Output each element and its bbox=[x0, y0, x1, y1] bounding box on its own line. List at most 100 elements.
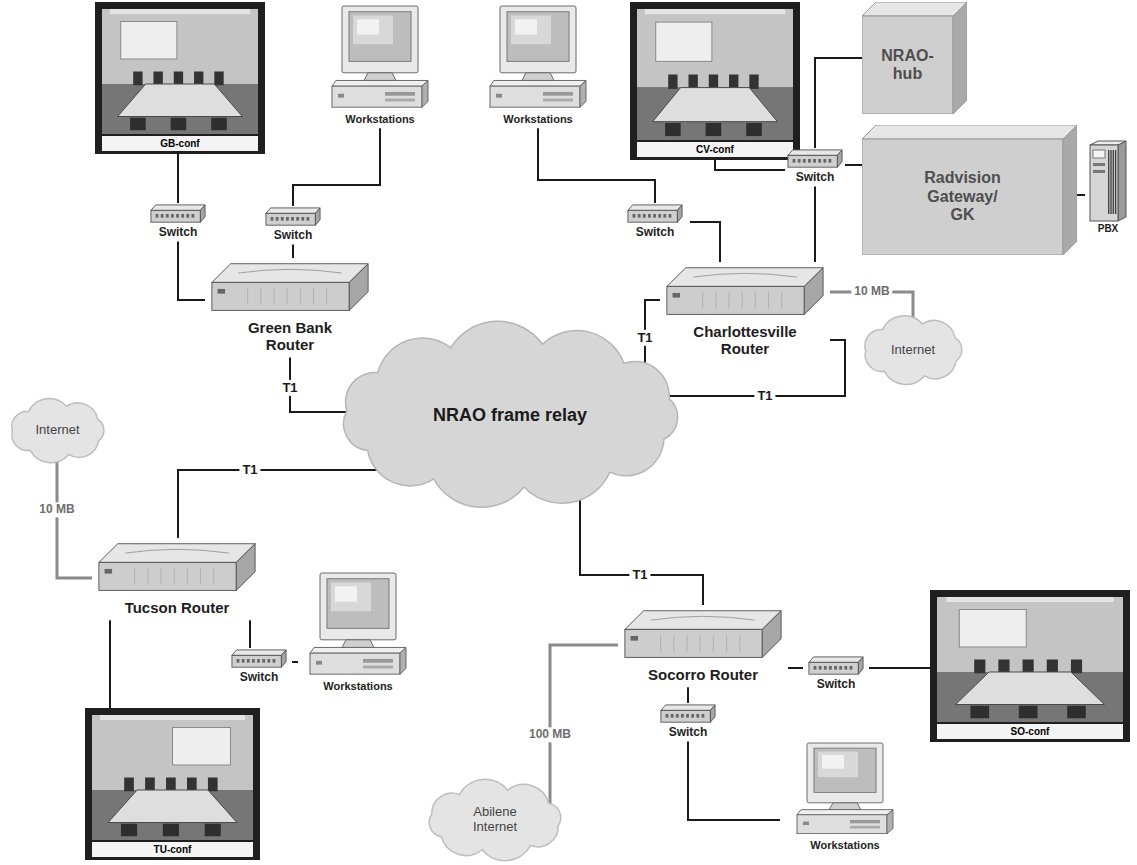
switch-label: Switch bbox=[159, 225, 198, 239]
lan-link bbox=[177, 154, 179, 203]
lan-link bbox=[249, 620, 251, 648]
bandwidth-label: 10 MB bbox=[36, 502, 77, 517]
lan-link bbox=[687, 687, 689, 703]
workstation-node: Workstations bbox=[478, 5, 598, 128]
conference-room-node: CV-conf bbox=[630, 2, 800, 160]
line-type-label: T1 bbox=[754, 388, 775, 404]
switch-node: Switch bbox=[258, 206, 328, 244]
server-box: Radvision Gateway/ GK bbox=[862, 125, 1077, 255]
t1-link bbox=[580, 480, 703, 605]
switch-label: Switch bbox=[274, 228, 313, 242]
pbx-icon bbox=[1088, 141, 1128, 221]
room-photo bbox=[937, 597, 1123, 722]
room-label: CV-conf bbox=[637, 142, 793, 157]
workstation-icon bbox=[330, 6, 430, 111]
lan-link bbox=[109, 620, 111, 708]
switch-icon bbox=[627, 204, 683, 224]
conference-room-node: GB-conf bbox=[95, 2, 265, 154]
lan-link bbox=[845, 164, 862, 166]
router-node: Tucson Router bbox=[92, 538, 262, 620]
switch-node: Switch bbox=[655, 703, 721, 741]
switch-node: Switch bbox=[140, 203, 216, 241]
lan-link bbox=[1077, 194, 1085, 196]
switch-icon bbox=[787, 149, 843, 169]
switch-icon bbox=[150, 204, 206, 224]
workstation-label: Workstations bbox=[345, 113, 414, 126]
bandwidth-label: 100 MB bbox=[526, 727, 574, 742]
network-cloud: Abilene Internet bbox=[420, 780, 570, 860]
router-icon bbox=[97, 540, 257, 596]
switch-icon bbox=[808, 656, 864, 676]
workstation-icon bbox=[488, 6, 588, 111]
router-label: Tucson Router bbox=[125, 599, 230, 616]
router-icon bbox=[665, 264, 825, 320]
lan-link bbox=[814, 186, 816, 262]
router-icon bbox=[210, 260, 370, 316]
switch-node: Switch bbox=[785, 148, 845, 186]
lan-link bbox=[292, 244, 294, 258]
bandwidth-label: 10 MB bbox=[851, 284, 892, 299]
conference-room-node: TU-conf bbox=[85, 708, 260, 860]
pbx-node: PBX bbox=[1085, 140, 1131, 237]
lan-link bbox=[178, 241, 205, 300]
router-label: Green Bank Router bbox=[230, 319, 350, 354]
switch-label: Switch bbox=[669, 725, 708, 739]
network-cloud: Internet bbox=[858, 315, 968, 385]
lan-link bbox=[788, 667, 803, 669]
router-node: Charlottesville Router bbox=[660, 262, 830, 362]
cloud-label: Abilene Internet bbox=[450, 805, 540, 835]
switch-node: Switch bbox=[226, 648, 292, 686]
router-icon bbox=[623, 607, 783, 663]
workstation-label: Workstations bbox=[323, 680, 392, 693]
cloud-label: Internet bbox=[891, 343, 935, 358]
lan-link bbox=[292, 661, 298, 663]
router-node: Green Bank Router bbox=[205, 258, 375, 358]
router-node: Socorro Router bbox=[618, 605, 788, 687]
lan-link bbox=[869, 667, 930, 669]
server-label: NRAO-hub bbox=[878, 47, 938, 84]
lan-link bbox=[690, 222, 720, 262]
lan-link bbox=[688, 741, 780, 820]
cloud-label: NRAO frame relay bbox=[433, 405, 587, 426]
pbx-label: PBX bbox=[1098, 223, 1119, 235]
workstation-icon bbox=[795, 743, 895, 837]
switch-label: Switch bbox=[240, 670, 279, 684]
server-label: Radvision Gateway/ GK bbox=[918, 169, 1008, 224]
switch-icon bbox=[231, 649, 287, 669]
room-label: GB-conf bbox=[102, 136, 258, 151]
internet-link bbox=[550, 645, 618, 804]
switch-label: Switch bbox=[817, 677, 856, 691]
switch-label: Switch bbox=[636, 225, 675, 239]
room-photo bbox=[92, 715, 253, 840]
switch-node: Switch bbox=[620, 203, 690, 241]
workstation-node: Workstations bbox=[780, 742, 910, 854]
lan-link bbox=[815, 58, 862, 148]
t1-link bbox=[178, 470, 404, 538]
workstation-node: Workstations bbox=[320, 5, 440, 128]
network-cloud: Internet bbox=[5, 398, 110, 463]
switch-label: Switch bbox=[796, 170, 835, 184]
workstation-label: Workstations bbox=[503, 113, 572, 126]
server-box: NRAO-hub bbox=[862, 2, 967, 114]
line-type-label: T1 bbox=[634, 330, 655, 346]
workstation-label: Workstations bbox=[810, 839, 879, 852]
router-label: Charlottesville Router bbox=[685, 323, 805, 358]
switch-icon bbox=[660, 704, 716, 724]
lan-link bbox=[715, 160, 785, 170]
conference-room-node: SO-conf bbox=[930, 590, 1130, 742]
line-type-label: T1 bbox=[279, 380, 300, 396]
switch-icon bbox=[265, 207, 321, 227]
network-cloud: NRAO frame relay bbox=[320, 320, 700, 510]
room-label: SO-conf bbox=[937, 724, 1123, 739]
line-type-label: T1 bbox=[629, 567, 650, 583]
room-photo bbox=[637, 9, 793, 140]
cloud-label: Internet bbox=[35, 423, 79, 438]
workstation-icon bbox=[308, 573, 408, 678]
router-label: Socorro Router bbox=[648, 666, 758, 683]
room-photo bbox=[102, 9, 258, 134]
switch-node: Switch bbox=[803, 655, 869, 693]
workstation-node: Workstations bbox=[298, 572, 418, 695]
line-type-label: T1 bbox=[239, 462, 260, 478]
lan-link bbox=[293, 128, 380, 206]
